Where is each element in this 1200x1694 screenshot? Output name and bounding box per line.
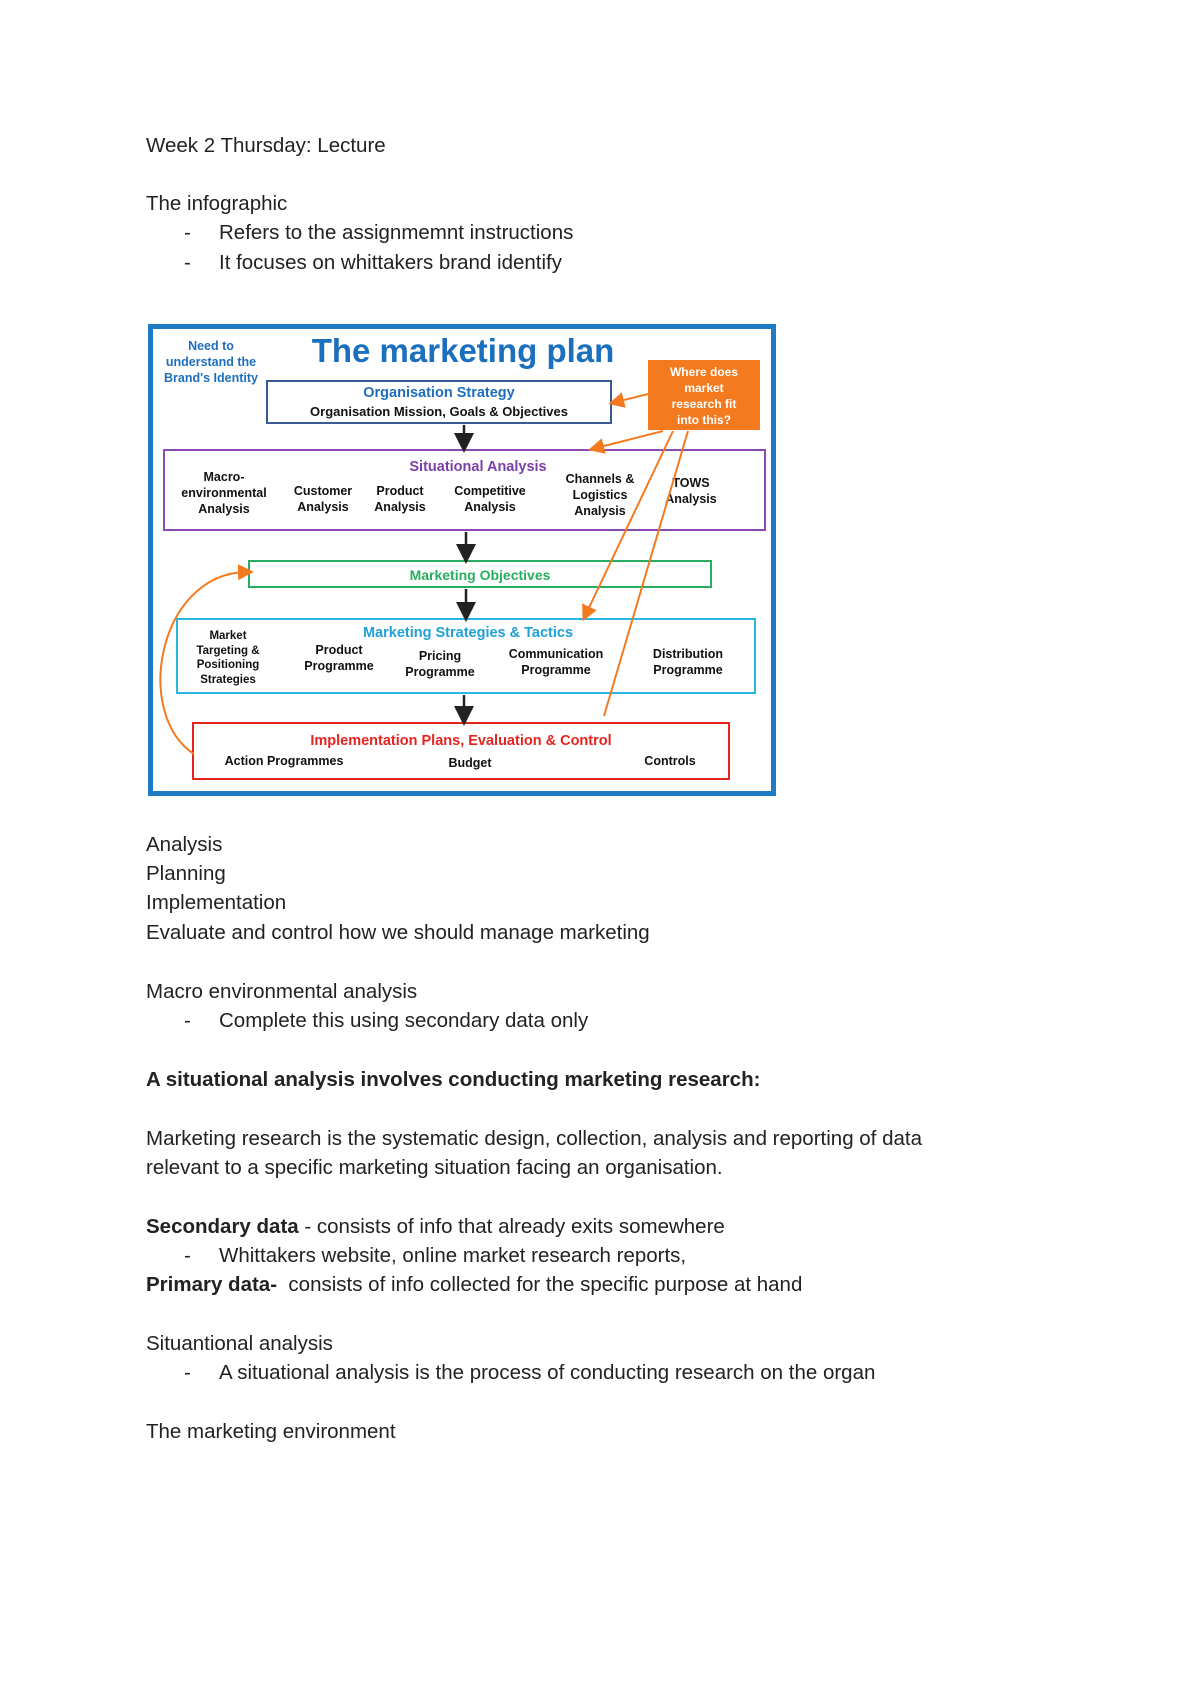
bullet-text: It focuses on whittakers brand identify [219, 251, 562, 274]
stage-analysis: Analysis [146, 833, 223, 856]
org-strategy-title: Organisation Strategy [363, 385, 515, 401]
tows-analysis-item: TOWS Analysis [665, 476, 717, 506]
macro-environmental-item: Macro- environmental Analysis [181, 470, 267, 516]
callout-arrow [582, 430, 674, 622]
product-analysis-item: Product Analysis [374, 484, 426, 514]
org-strategy-box: Organisation Strategy Organisation Missi… [266, 380, 612, 424]
secondary-text: - consists of info that already exits so… [298, 1215, 725, 1238]
feedback-arrow [159, 564, 254, 755]
bullet-dash: - [184, 1244, 191, 1267]
situational-title: Situational Analysis [409, 459, 547, 475]
bullet-dash: - [184, 251, 191, 274]
callout-arrow [608, 392, 649, 408]
product-programme-item: Product Programme [304, 643, 374, 673]
stage-planning: Planning [146, 862, 226, 885]
mr-definition-line2: relevant to a specific marketing situati… [146, 1156, 723, 1179]
diagram-arrows [159, 392, 689, 755]
callout-arrow [588, 430, 664, 454]
bullet-text: Complete this using secondary data only [219, 1009, 589, 1032]
bullet-text: Whittakers website, online market resear… [219, 1244, 687, 1267]
diagram-title: The marketing plan [311, 332, 615, 369]
secondary-data-line: Secondary data - consists of info that a… [146, 1214, 725, 1240]
marketing-plan-diagram: Need to understand the Brand's Identity … [148, 324, 776, 796]
macro-heading: Macro environmental analysis [146, 980, 418, 1003]
primary-data-line: Primary data- consists of info collected… [146, 1272, 802, 1298]
situ-heading: Situantional analysis [146, 1332, 333, 1355]
situational-bold-heading: A situational analysis involves conducti… [146, 1068, 761, 1091]
action-programmes-item: Action Programmes [224, 754, 344, 768]
doc-title: Week 2 Thursday: Lecture [146, 134, 386, 157]
objectives-title: Marketing Objectives [409, 567, 551, 583]
bullet-text: A situational analysis is the process of… [219, 1361, 876, 1384]
infographic-heading: The infographic [146, 192, 288, 215]
callout-line [603, 430, 689, 717]
primary-label: Primary data- [146, 1273, 278, 1296]
strategies-title: Marketing Strategies & Tactics [362, 625, 574, 641]
primary-text: consists of info collected for the speci… [277, 1273, 803, 1296]
secondary-label: Secondary data [146, 1215, 299, 1238]
mr-definition-line1: Marketing research is the systematic des… [146, 1127, 922, 1150]
stage-implementation: Implementation [146, 891, 287, 914]
bullet-dash: - [184, 1361, 191, 1384]
distribution-programme-item: Distribution Programme [652, 647, 724, 677]
bullet-dash: - [184, 1009, 191, 1032]
org-strategy-sub: Organisation Mission, Goals & Objectives [310, 404, 568, 419]
bullet-text: Refers to the assignmemnt instructions [219, 221, 574, 244]
where-callout: Where does market research fit into this… [648, 360, 760, 430]
bullet-dash: - [184, 221, 191, 244]
need-to-understand-label: Need to understand the Brand's Identity [164, 339, 258, 385]
budget-item: Budget [448, 756, 492, 770]
pricing-programme-item: Pricing Programme [405, 649, 475, 679]
env-heading: The marketing environment [146, 1420, 396, 1443]
communication-programme-item: Communication Programme [508, 647, 604, 677]
competitive-analysis-item: Competitive Analysis [454, 484, 526, 514]
implementation-title: Implementation Plans, Evaluation & Contr… [310, 733, 612, 749]
controls-item: Controls [644, 754, 696, 768]
market-targeting-item: Market Targeting & Positioning Strategie… [196, 630, 260, 686]
channels-logistics-item: Channels & Logistics Analysis [565, 472, 635, 518]
stage-evaluate: Evaluate and control how we should manag… [146, 921, 650, 944]
customer-analysis-item: Customer Analysis [293, 484, 353, 514]
